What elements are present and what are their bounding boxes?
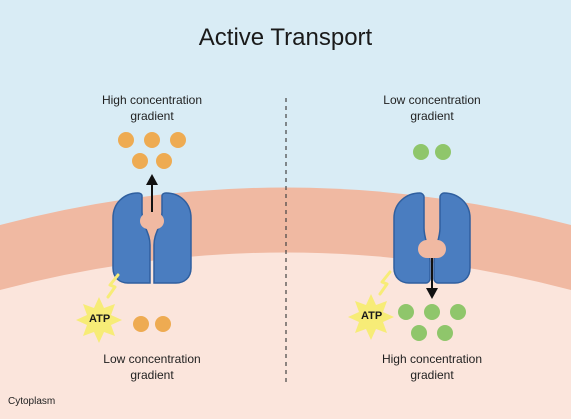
molecule xyxy=(435,144,451,160)
molecule xyxy=(413,144,429,160)
right-atp-label: ATP xyxy=(361,310,383,322)
cytoplasm-region xyxy=(0,252,571,419)
right-top-molecules xyxy=(413,144,451,160)
molecule xyxy=(144,132,160,148)
left-atp-label: ATP xyxy=(89,313,111,325)
right-top-label: Low concentration gradient xyxy=(372,92,492,124)
diagram-title: Active Transport xyxy=(198,24,373,51)
molecule xyxy=(156,153,172,169)
molecule xyxy=(424,304,440,320)
left-top-molecules xyxy=(118,132,186,169)
left-bottom-label-line2: gradient xyxy=(130,368,174,382)
right-bottom-label-line2: gradient xyxy=(410,368,454,382)
molecule xyxy=(132,153,148,169)
molecule xyxy=(450,304,466,320)
left-bottom-molecules xyxy=(133,316,171,332)
molecule xyxy=(437,325,453,341)
molecule xyxy=(411,325,427,341)
left-top-label-line1: High concentration xyxy=(101,93,203,107)
right-bottom-label: High concentration gradient xyxy=(372,351,492,383)
left-transport-arrow xyxy=(146,174,158,212)
right-transport-protein xyxy=(393,192,471,284)
right-transport-arrow xyxy=(426,258,438,299)
left-atp-burst xyxy=(76,273,122,343)
molecule xyxy=(170,132,186,148)
molecule xyxy=(133,316,149,332)
left-top-label-line2: gradient xyxy=(130,109,174,123)
molecule xyxy=(155,316,171,332)
left-top-label: High concentration gradient xyxy=(92,92,212,124)
molecule xyxy=(118,132,134,148)
right-atp-burst xyxy=(348,270,394,340)
cytoplasm-label: Cytoplasm xyxy=(8,396,56,407)
right-bottom-molecules xyxy=(398,304,466,341)
left-bottom-label: Low concentration gradient xyxy=(92,351,212,383)
left-transport-protein xyxy=(112,192,192,284)
right-top-label-line2: gradient xyxy=(410,109,454,123)
molecule xyxy=(398,304,414,320)
left-bottom-label-line1: Low concentration xyxy=(103,352,201,366)
right-top-label-line1: Low concentration xyxy=(383,93,481,107)
right-bottom-label-line1: High concentration xyxy=(381,352,483,366)
